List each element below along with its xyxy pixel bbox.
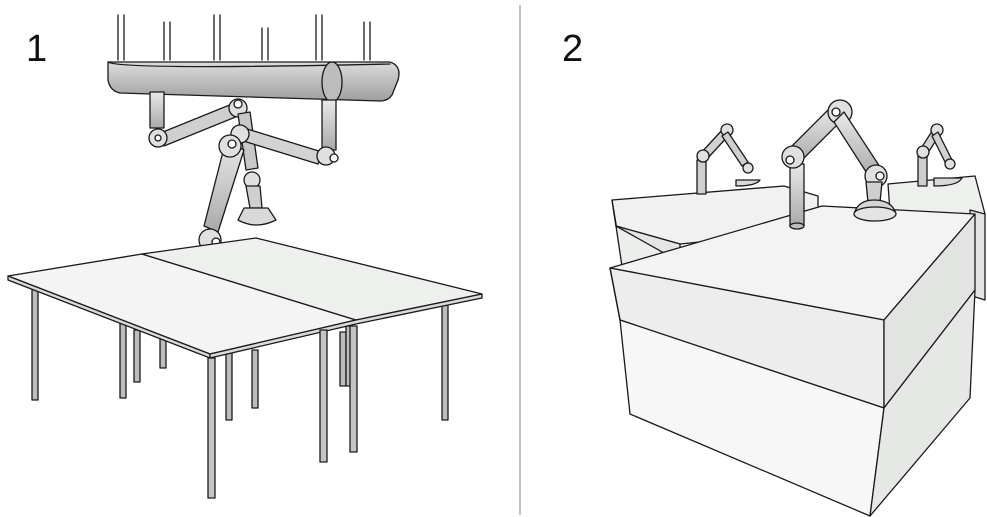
front-cabinet [609, 205, 976, 517]
panel-2-label: 2 [562, 28, 584, 70]
back-arm-right [916, 123, 963, 187]
table-tops [7, 237, 483, 359]
panel-1-illustration [7, 14, 483, 499]
panel-1-label: 1 [26, 28, 48, 70]
drop-tube-right [321, 99, 337, 151]
back-arm-left [696, 123, 761, 195]
bench-extraction-arm [781, 99, 897, 230]
drop-tube-left [149, 91, 165, 129]
right-extraction-arm [230, 124, 339, 166]
table-legs-front [207, 325, 358, 499]
ceiling-rods [117, 14, 371, 61]
panel-2-illustration [609, 99, 986, 517]
rear-extraction-arm [148, 98, 277, 226]
ceiling-duct [107, 61, 400, 103]
